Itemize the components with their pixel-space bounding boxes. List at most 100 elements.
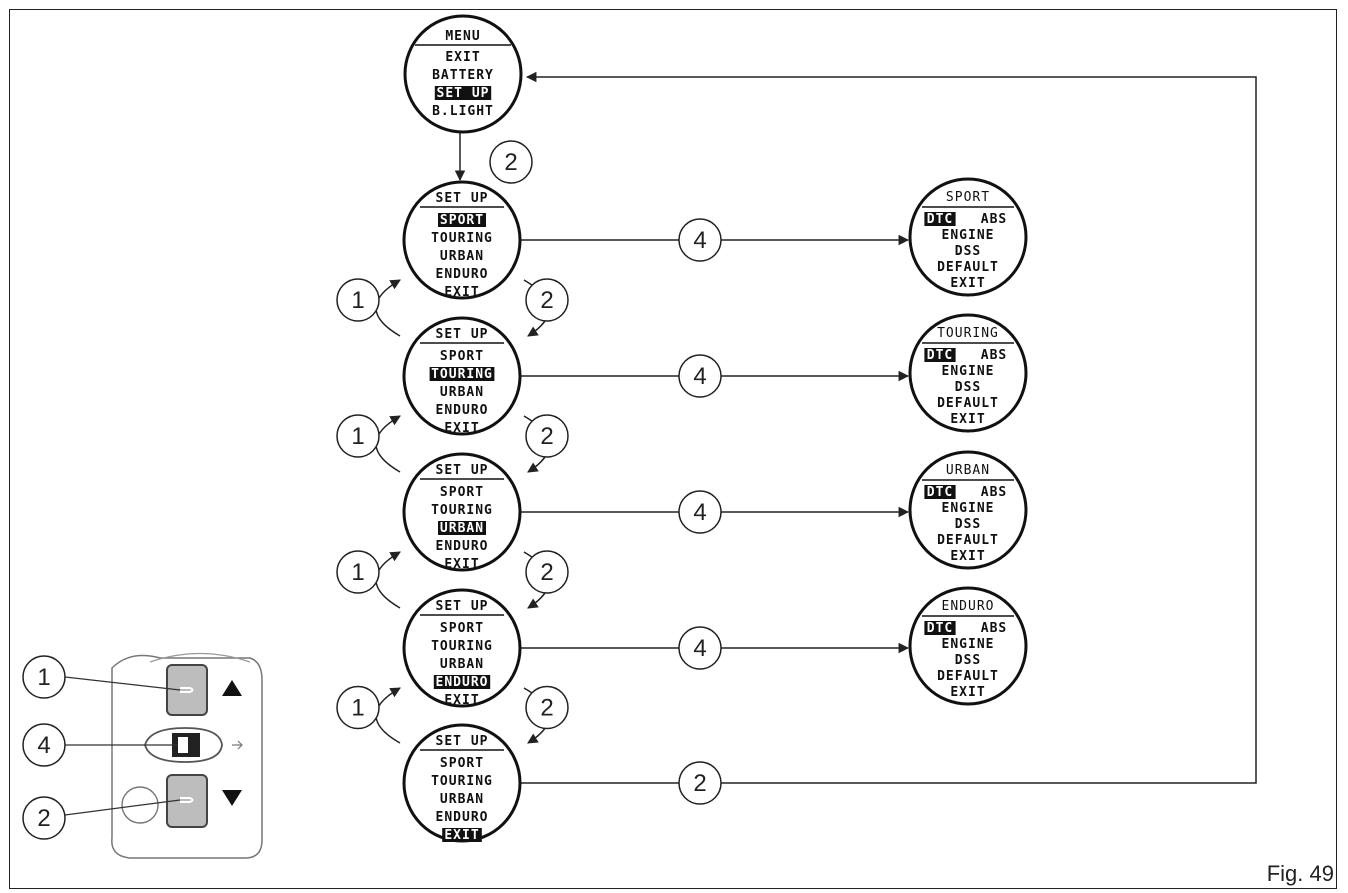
callout-down-3-ring xyxy=(525,685,569,730)
callout-enter-3-number: 4 xyxy=(693,635,706,662)
setup-item-2: URBAN xyxy=(440,521,484,536)
figure-frame xyxy=(9,9,1337,889)
handlebar-controls: 1 4 2 xyxy=(22,652,263,859)
setup-screen-title: SET UP xyxy=(436,463,489,478)
setup-screen-title: SET UP xyxy=(436,599,489,614)
callout-down-0: 2 xyxy=(525,278,569,322)
button-up xyxy=(166,664,208,716)
setup-item-0: SPORT xyxy=(440,756,484,771)
setup-item-2: URBAN xyxy=(440,249,484,264)
mode-item-dtc-highlight xyxy=(924,348,956,362)
setup-screen-title: SET UP xyxy=(436,327,489,342)
mode-item-2: DEFAULT xyxy=(937,669,999,684)
setup-item-2: URBAN xyxy=(440,385,484,400)
mode-screen-title: SPORT xyxy=(946,190,990,205)
setup-item-4: EXIT xyxy=(444,285,479,300)
callout-enter-1-ring xyxy=(678,354,722,398)
callout-up-2: 1 xyxy=(336,550,380,594)
setup-item-3: ENDURO xyxy=(436,675,489,690)
setup-item-0: SPORT xyxy=(440,621,484,636)
up-arrow-3 xyxy=(375,687,401,744)
menu-item-2-highlight xyxy=(434,86,492,100)
setup-item-3: ENDURO xyxy=(436,403,489,418)
callout-up-0-number: 1 xyxy=(351,287,364,314)
legend-callout-down: 2 xyxy=(22,796,66,840)
mode-item-2: DEFAULT xyxy=(937,260,999,275)
up-arrow-2 xyxy=(375,551,401,609)
callout-down-1-number: 2 xyxy=(540,423,553,450)
mode-item-0: ENGINE xyxy=(942,228,995,243)
callout-enter-0-ring xyxy=(678,218,722,262)
mode-screen-1-bezel xyxy=(908,313,1028,433)
callout-enter-1: 4 xyxy=(678,354,722,398)
arrow-down-icon xyxy=(222,790,242,806)
mode-item-abs: ABS xyxy=(981,621,1007,636)
callout-enter-2: 4 xyxy=(678,490,722,534)
mode-screen-title: URBAN xyxy=(946,463,990,478)
callout-exit-back-ring xyxy=(678,761,722,805)
setup-item-1: TOURING xyxy=(431,639,493,654)
callout-down-2-ring xyxy=(525,550,569,594)
callout-enter-0: 4 xyxy=(678,218,722,262)
mode-item-1: DSS xyxy=(955,244,981,259)
setup-screen-title: SET UP xyxy=(436,734,489,749)
setup-item-3-highlight xyxy=(433,675,491,689)
callout-down-0-number: 2 xyxy=(540,287,553,314)
legend-callout-enter: 4 xyxy=(22,723,66,767)
enter-side-arrow-icon xyxy=(232,740,243,750)
exit-to-menu-arrow xyxy=(520,71,1257,784)
setup-screen-0-bezel xyxy=(402,180,522,300)
setup-item-1: TOURING xyxy=(431,231,493,246)
leader-down xyxy=(64,799,181,816)
mode-item-dtc: DTC xyxy=(927,348,953,363)
mode-item-3: EXIT xyxy=(950,276,985,291)
setup-item-4: EXIT xyxy=(444,421,479,436)
callout-up-1-ring xyxy=(336,414,380,458)
mode-item-1: DSS xyxy=(955,517,981,532)
callout-up-2-number: 1 xyxy=(351,559,364,586)
callout-enter-3-ring xyxy=(678,626,722,670)
callout-menu-down: 2 xyxy=(489,140,533,184)
legend-callout-up-ring xyxy=(22,655,66,699)
mode-screen-0-bezel xyxy=(908,177,1028,297)
legend-callout-down-number: 2 xyxy=(37,805,50,832)
button-enter-face xyxy=(178,737,188,753)
callout-menu-down-ring xyxy=(489,140,533,184)
mode-item-0: ENGINE xyxy=(942,501,995,516)
callout-up-1: 1 xyxy=(336,414,380,458)
mode-item-3: EXIT xyxy=(950,412,985,427)
callout-exit-back: 2 xyxy=(678,761,722,805)
legend-callout-up: 1 xyxy=(22,655,66,699)
mode-item-dtc-highlight xyxy=(924,621,956,635)
setup-item-4: EXIT xyxy=(444,828,479,843)
mode-item-1: DSS xyxy=(955,380,981,395)
menu-item-3: B.LIGHT xyxy=(432,104,494,119)
callout-up-0-ring xyxy=(336,278,380,322)
mode-item-3: EXIT xyxy=(950,549,985,564)
callout-down-2: 2 xyxy=(525,550,569,594)
menu-item-0: EXIT xyxy=(445,50,480,65)
callout-down-1: 2 xyxy=(525,414,569,458)
setup-item-4: EXIT xyxy=(444,693,479,708)
setup-item-0: SPORT xyxy=(440,213,484,228)
side-knob xyxy=(121,786,159,824)
setup-screen-2-bezel xyxy=(402,452,522,572)
mode-item-dtc: DTC xyxy=(927,212,953,227)
mode-item-abs: ABS xyxy=(981,348,1007,363)
button-down-grip xyxy=(180,797,194,803)
setup-item-4: EXIT xyxy=(444,557,479,572)
menu-item-2: SET UP xyxy=(437,86,490,101)
legend-callout-up-number: 1 xyxy=(37,664,50,691)
callout-enter-2-ring xyxy=(678,490,722,534)
callout-enter-3: 4 xyxy=(678,626,722,670)
legend-callout-enter-number: 4 xyxy=(37,732,50,759)
callout-enter-1-number: 4 xyxy=(693,363,706,390)
mode-screen-3-bezel xyxy=(908,586,1028,706)
leader-up xyxy=(64,676,181,691)
